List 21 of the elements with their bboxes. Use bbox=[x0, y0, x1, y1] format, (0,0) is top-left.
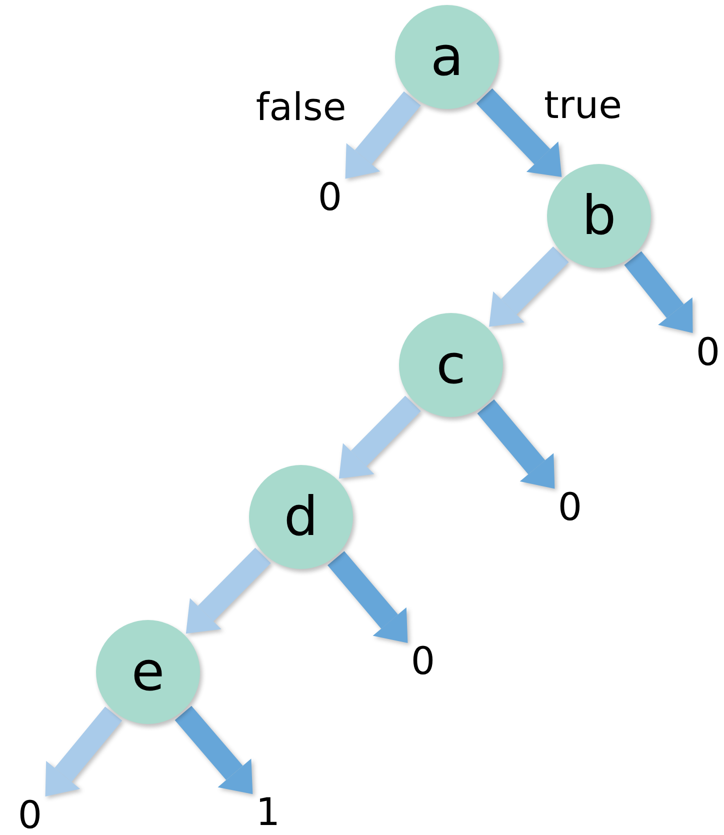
leaf-value: 0 bbox=[558, 488, 582, 526]
arrow bbox=[489, 246, 569, 327]
arrow bbox=[345, 91, 421, 179]
node-letter: d bbox=[284, 490, 318, 544]
arrow bbox=[476, 88, 562, 177]
leaf-value: 0 bbox=[18, 796, 42, 834]
node-letter: c bbox=[436, 338, 466, 392]
leaf-value: 0 bbox=[410, 642, 436, 680]
leaf-value: 1 bbox=[256, 793, 280, 831]
arrow bbox=[477, 399, 555, 489]
arrow bbox=[186, 548, 271, 634]
node-letter: e bbox=[131, 645, 165, 699]
arrow bbox=[174, 706, 253, 794]
arrow bbox=[45, 706, 122, 796]
node-letter: b bbox=[582, 189, 616, 243]
arrow bbox=[338, 396, 421, 479]
node-letter: a bbox=[430, 30, 464, 84]
arrow bbox=[328, 551, 408, 643]
leaf-value: 0 bbox=[318, 178, 342, 216]
arrow bbox=[624, 251, 693, 333]
leaf-value: 0 bbox=[696, 333, 720, 371]
